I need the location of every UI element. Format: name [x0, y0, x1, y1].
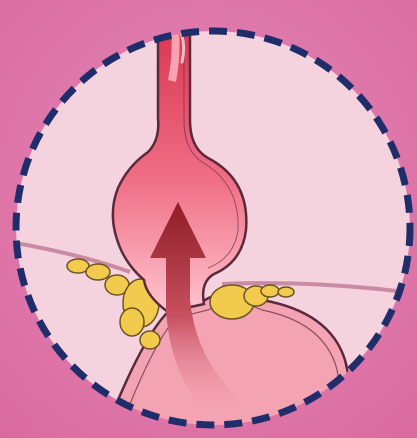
illustration-canvas: [0, 0, 417, 438]
hiatal-hernia-illustration: [0, 0, 417, 438]
